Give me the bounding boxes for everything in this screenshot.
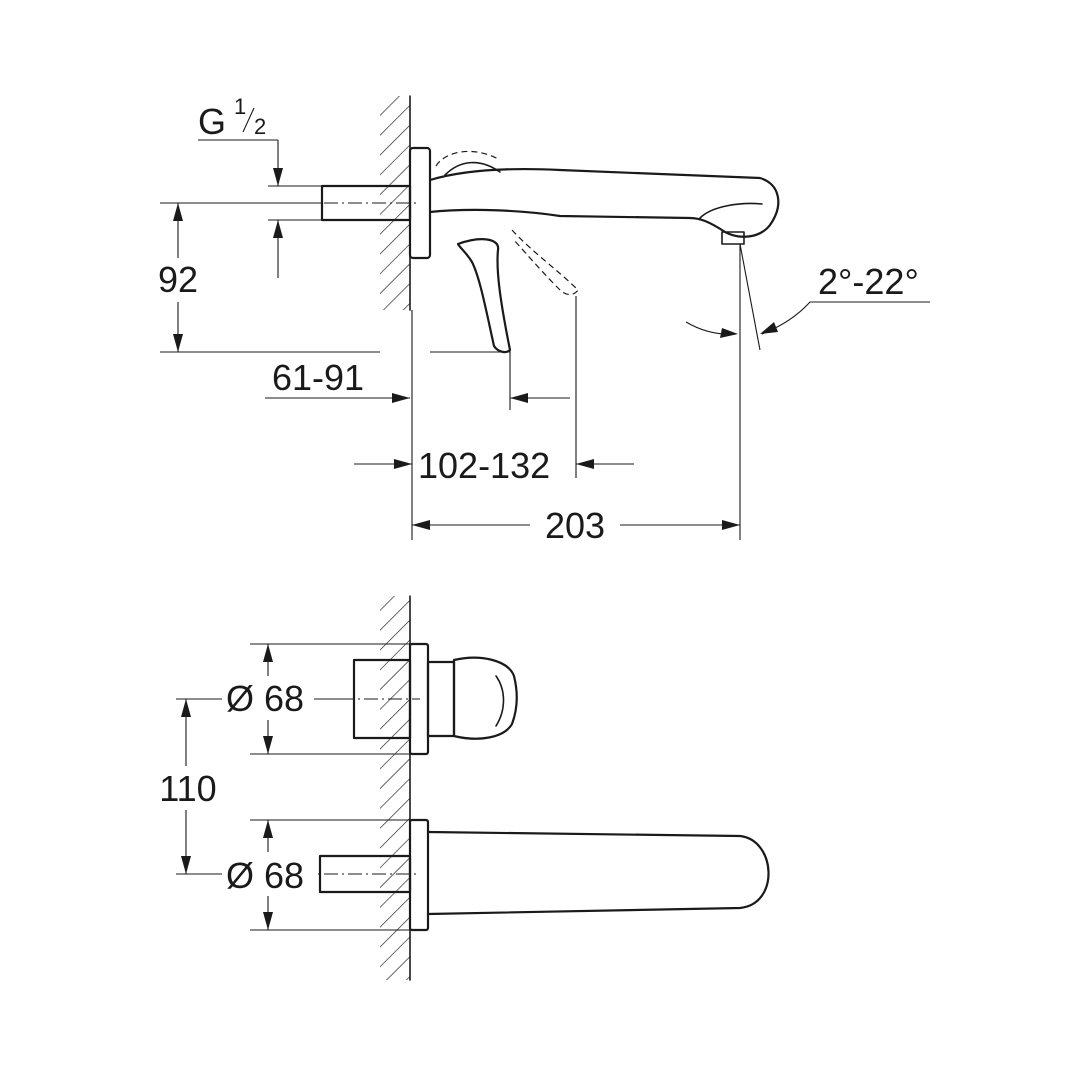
- height-label: 92: [158, 259, 198, 300]
- tilt-angle-dimension: 2°-22°: [685, 243, 930, 351]
- mixer-unit: [340, 642, 518, 756]
- lower-rosette-dimension: Ø 68: [222, 819, 410, 931]
- thread-numerator: 1: [234, 94, 246, 119]
- wall-depth-dimension: 61-91: [265, 310, 413, 540]
- spout-body: [429, 161, 780, 245]
- height-dimension: 92: [150, 202, 510, 353]
- upper-rosette-label: Ø 68: [226, 678, 304, 719]
- lever-ghost-positions: [435, 150, 579, 296]
- front-view: Ø 68 110 Ø 68: [150, 595, 770, 981]
- lower-rosette-label: Ø 68: [226, 855, 304, 896]
- thread-denominator: 2: [254, 114, 266, 139]
- spout-length-label: 203: [545, 505, 605, 546]
- lever-reach-dimension: 102-132: [354, 445, 634, 486]
- tilt-angle-label: 2°-22°: [818, 261, 919, 302]
- wall-plate-side: [408, 146, 432, 260]
- wall-depth-label: 61-91: [272, 357, 364, 398]
- lever-reach-label: 102-132: [418, 445, 550, 486]
- spacing-dimension: 110: [150, 698, 340, 875]
- spout-unit: [300, 818, 770, 932]
- thread-callout: G 1 2: [198, 94, 322, 278]
- lever-handle: [456, 238, 512, 354]
- spacing-label: 110: [159, 768, 216, 809]
- wall-section-front: [380, 595, 411, 981]
- thread-letter: G: [198, 101, 226, 142]
- side-view: G 1 2 92 61-91: [150, 94, 930, 546]
- upper-rosette-dimension: Ø 68: [222, 643, 410, 755]
- spout-length-dimension: 203: [412, 244, 741, 546]
